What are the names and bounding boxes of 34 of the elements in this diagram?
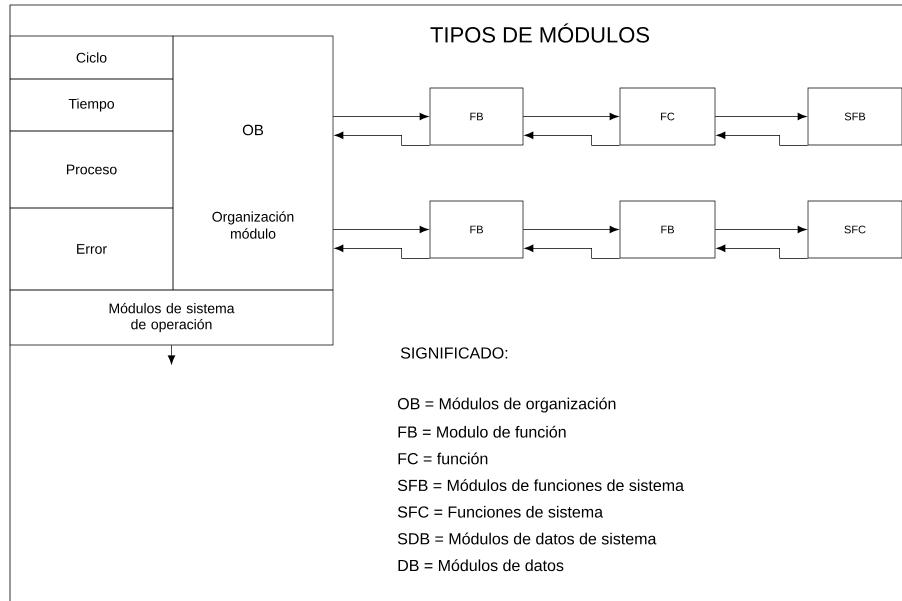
module-box: FC <box>620 88 716 146</box>
module-box: OB Organización módulo <box>172 36 334 290</box>
legend-entry: OB = Módulos de organización <box>398 397 616 413</box>
legend-entry: SDB = Módulos de datos de sistema <box>398 532 656 544</box>
section-box: Módulos de sistema de operación <box>10 290 334 346</box>
arrow <box>715 226 807 234</box>
arrow <box>716 244 808 259</box>
legend-entry: FC = función <box>398 452 488 464</box>
arrow <box>524 244 620 259</box>
module-box: FB <box>620 200 716 258</box>
arrow <box>523 226 619 234</box>
section-box: Ciclo <box>10 36 174 80</box>
arrow <box>333 226 429 234</box>
legend-entry: SFB = Módulos de funciones de sistema <box>398 479 684 492</box>
arrow <box>168 345 176 364</box>
arrow <box>524 132 620 146</box>
legend-heading: SIGNIFICADO: <box>400 347 508 359</box>
module-box: SFB <box>808 88 902 146</box>
section-box: Proceso <box>10 130 174 208</box>
legend-entry: DB = Módulos de datos <box>398 559 564 572</box>
arrow <box>334 244 430 259</box>
section-box: Error <box>10 208 174 290</box>
arrow <box>715 112 807 120</box>
legend-entry: FB = Modulo de función <box>398 426 566 438</box>
title: TIPOS DE MÓDULOS <box>430 23 649 43</box>
legend-entry: SFC = Funciones de sistema <box>398 506 604 518</box>
arrow <box>716 132 808 146</box>
module-box: FB <box>430 88 524 146</box>
module-box: FB <box>430 200 524 258</box>
arrow <box>334 132 430 146</box>
module-box: SFC <box>808 200 902 258</box>
arrow <box>333 112 429 120</box>
section-box: Tiempo <box>10 78 174 132</box>
arrow <box>523 112 619 120</box>
